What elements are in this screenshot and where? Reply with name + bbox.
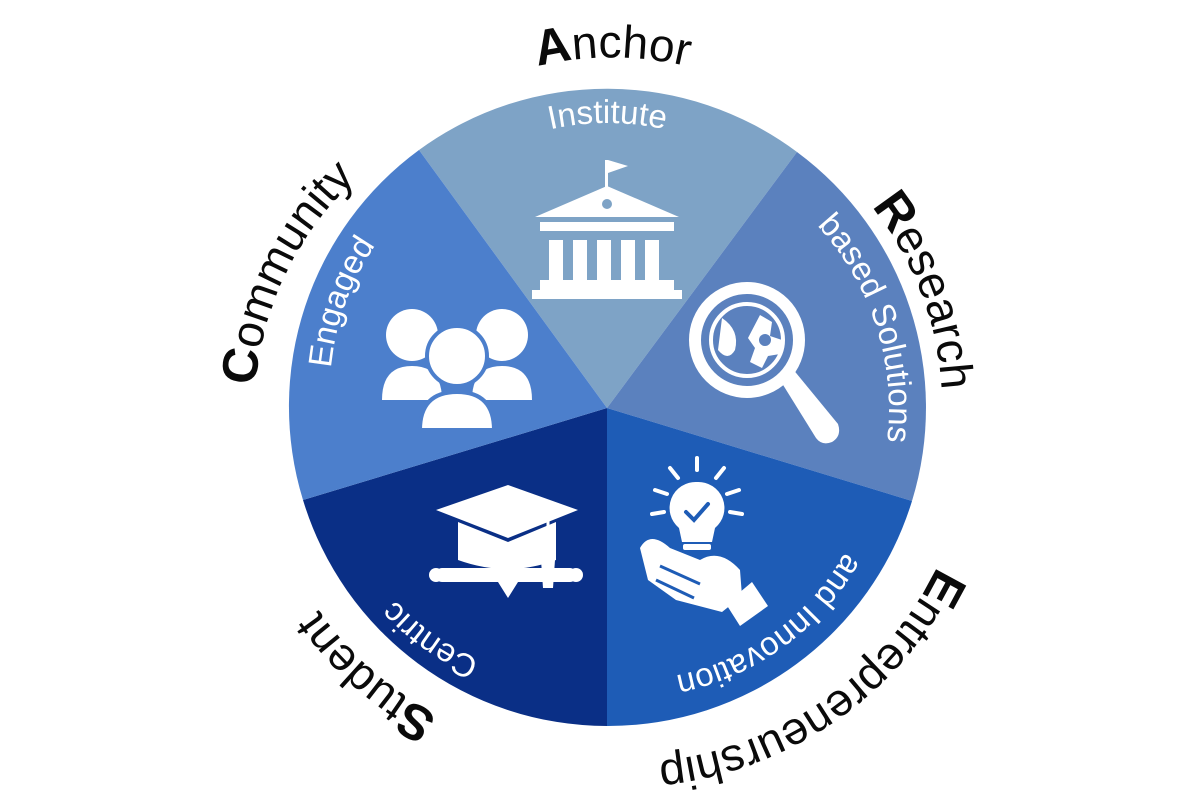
inner-label-institute: Institute [544,93,670,136]
magnifier-globe-gear-icon [689,282,840,444]
segment-community [288,150,607,500]
institute-building-icon [532,160,682,299]
outer-label-anchor: Anchor [529,15,696,77]
segment-student [303,408,607,726]
people-group-icon [382,309,532,432]
graduation-cap-diploma-icon [429,485,583,598]
hand-lightbulb-icon [640,456,768,626]
